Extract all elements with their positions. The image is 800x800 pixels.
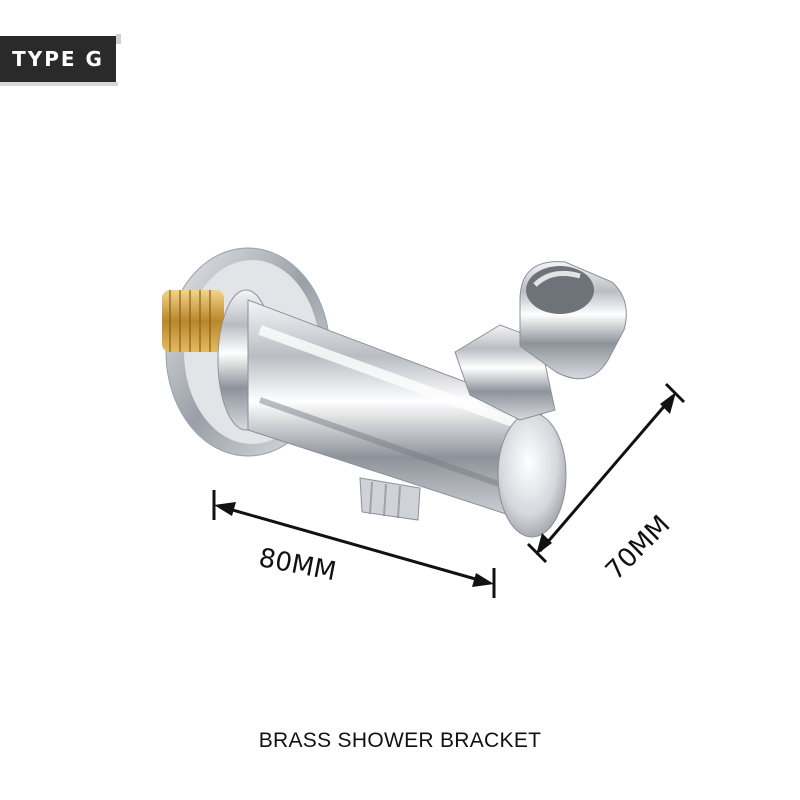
outlet-thread <box>359 477 421 521</box>
thread-ridges <box>169 290 211 352</box>
badge-accent <box>116 34 121 44</box>
end-cap <box>497 412 567 538</box>
type-badge-label: TYPE G <box>12 47 104 71</box>
dimension-arrow-80 <box>212 490 496 598</box>
badge-shadow <box>0 82 118 86</box>
type-badge: TYPE G <box>0 36 116 82</box>
brass-thread <box>162 290 224 352</box>
product-caption: BRASS SHOWER BRACKET <box>258 729 542 752</box>
dimension-arrow-70 <box>526 382 686 564</box>
